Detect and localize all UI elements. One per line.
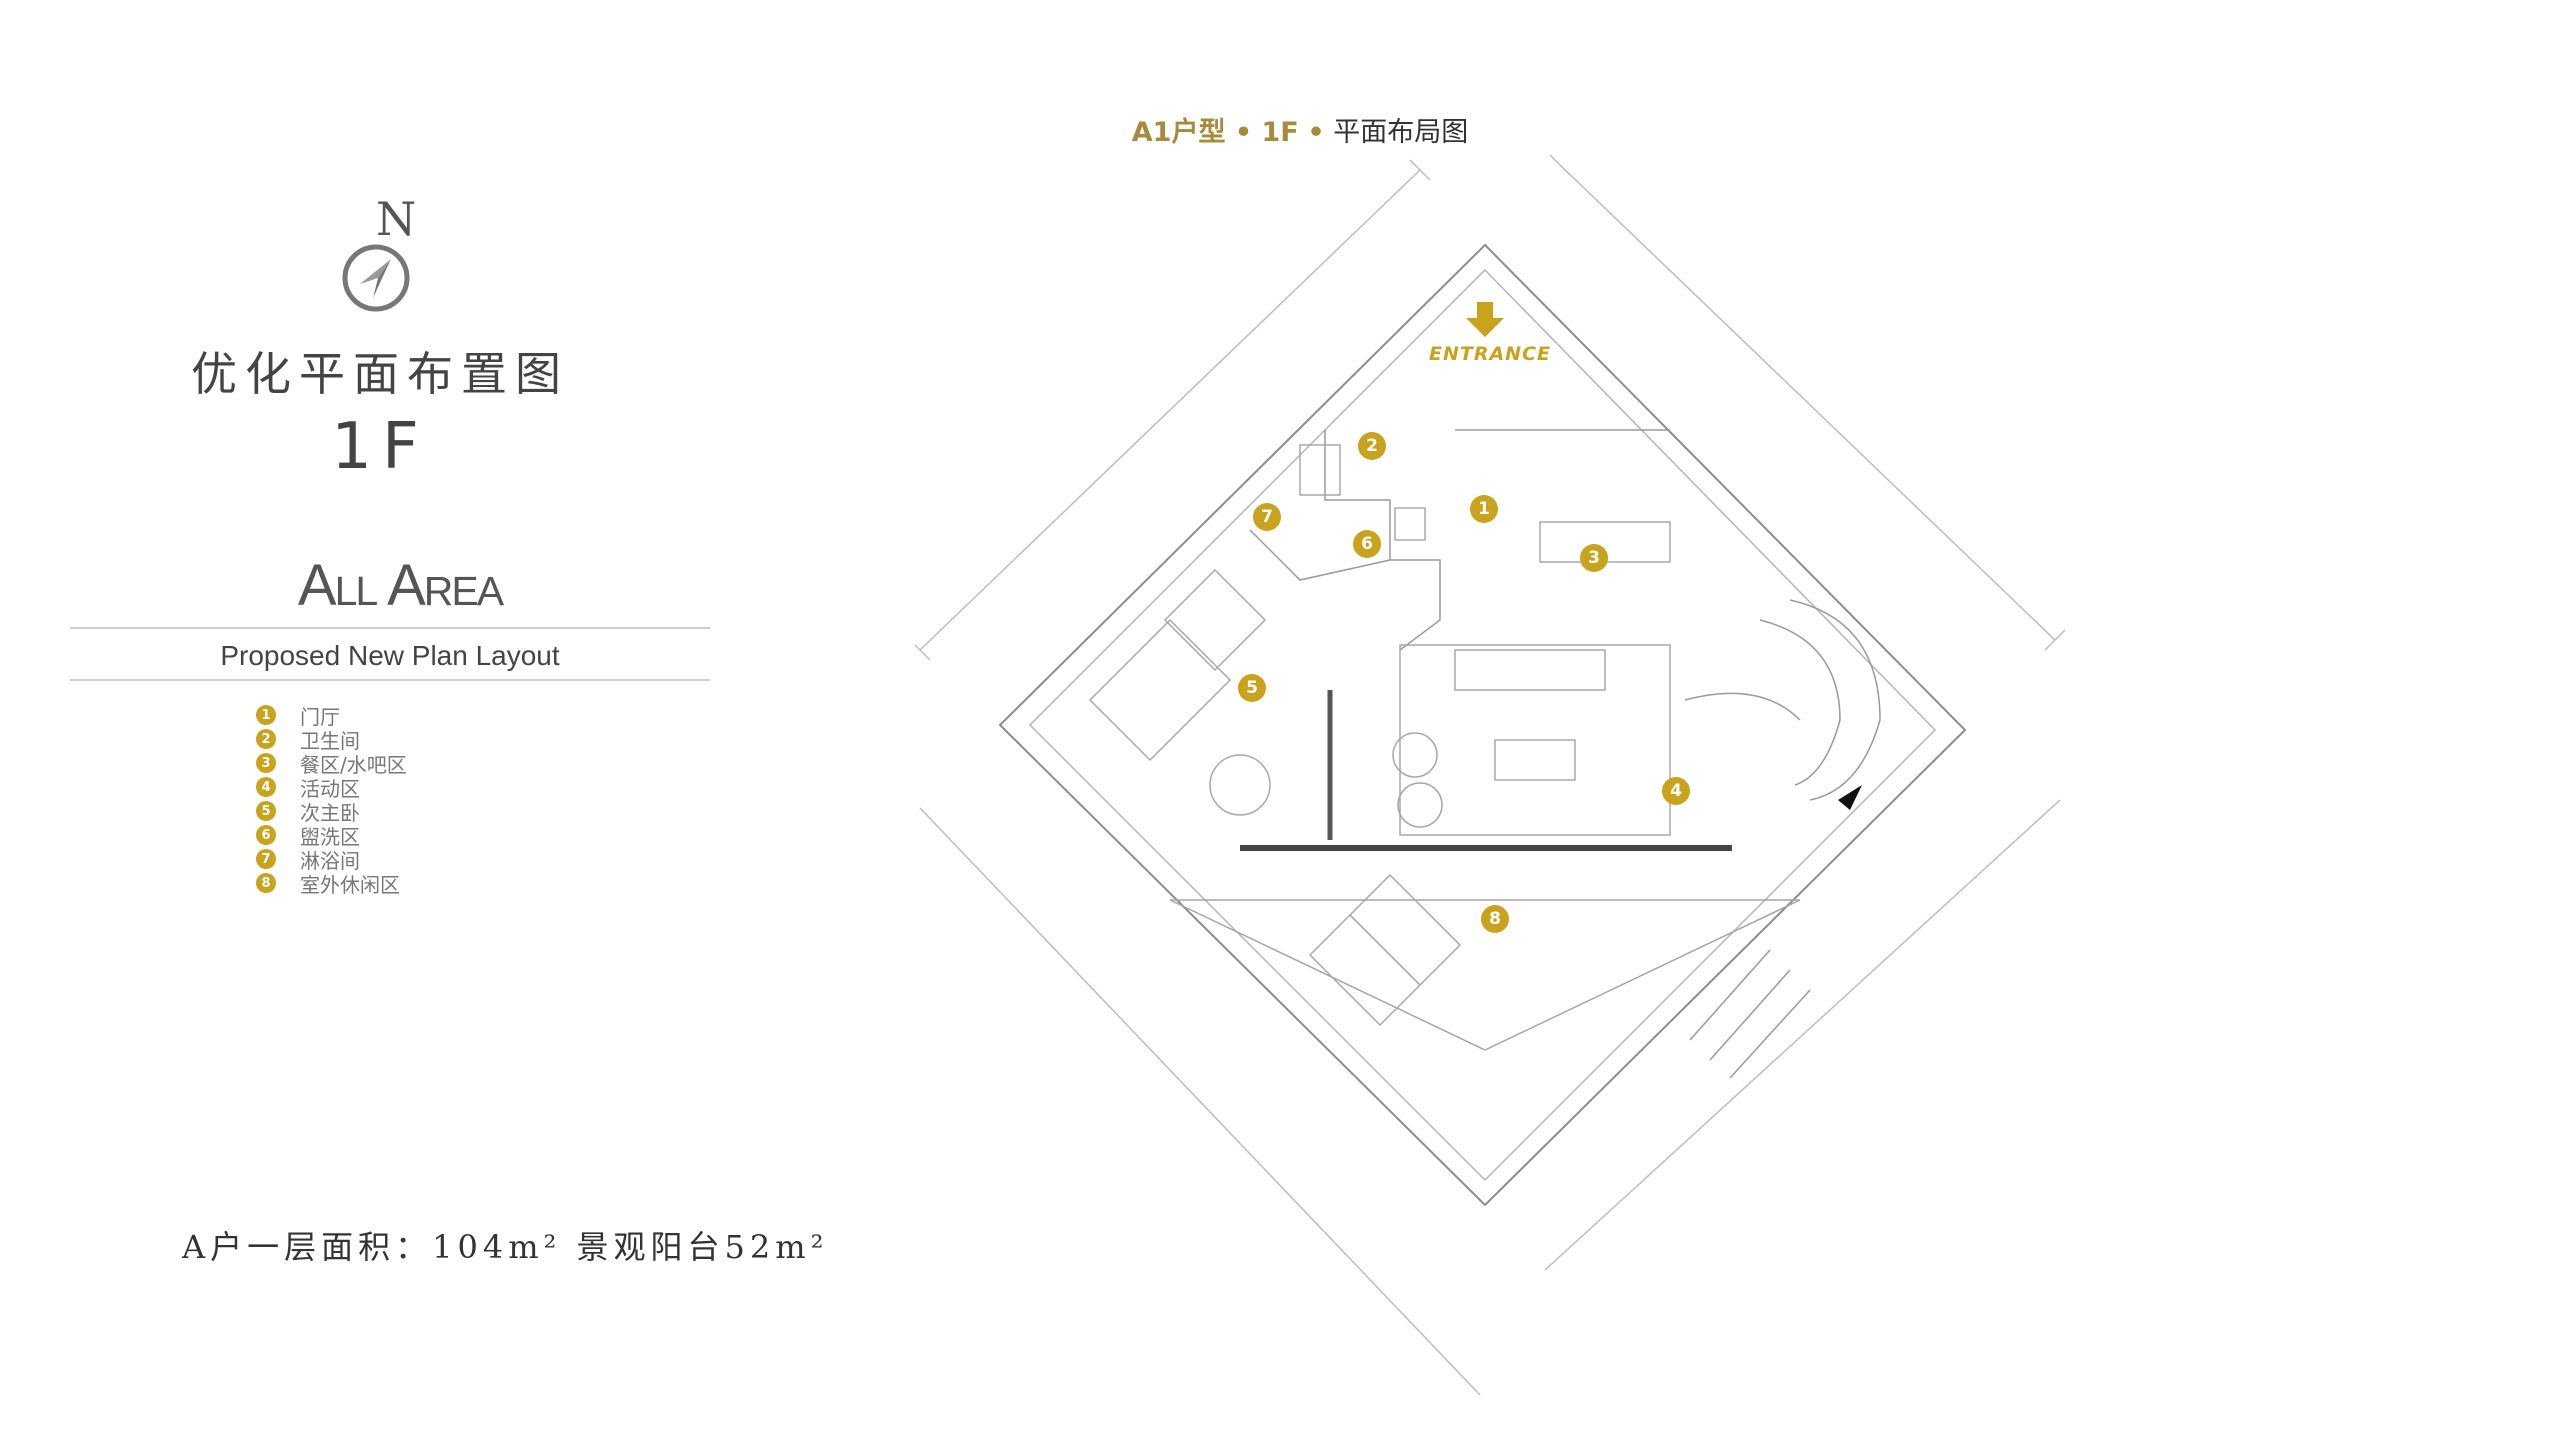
plan-heading-name: 平面布局图: [1333, 117, 1469, 148]
legend-number-badge: 2: [256, 729, 276, 749]
furniture: [1088, 444, 1671, 836]
legend-label: 次主卧: [300, 800, 360, 825]
legend-label: 室外休闲区: [300, 872, 400, 897]
interior-walls: [1249, 429, 1670, 840]
room-marker: 4: [1662, 777, 1690, 805]
legend-label: 淋浴间: [300, 848, 360, 873]
legend-item: 6 盥洗区: [256, 823, 407, 849]
divider-bottom: [70, 679, 710, 681]
floor-label: 1F: [331, 410, 429, 484]
entrance-arrow-icon: [1466, 302, 1504, 337]
all-area-heading: All Area: [297, 553, 504, 618]
plan-title-cn: 优化平面布置图: [191, 347, 569, 401]
legend-number-badge: 1: [256, 705, 276, 725]
legend-label: 卫生间: [300, 728, 360, 753]
area-caption: A户一层面积：104m² 景观阳台52m²: [182, 1228, 829, 1266]
north-label: N: [376, 192, 417, 246]
legend-number-badge: 4: [256, 777, 276, 797]
room-legend: 1 门厅 2 卫生间 3 餐区/水吧区 4 活动区 5 次主卧 6 盥洗区 7 淋浴间 8 室外…: [256, 703, 407, 897]
plan-heading-unit: A1户型 • 1F: [1131, 117, 1299, 148]
room-marker: 1: [1470, 495, 1498, 523]
legend-item: 3 餐区/水吧区: [256, 751, 407, 777]
plan-heading: A1户型 • 1F • 平面布局图: [1100, 110, 1500, 149]
room-marker: 5: [1238, 674, 1266, 702]
legend-label: 门厅: [300, 704, 340, 729]
room-marker: 7: [1253, 503, 1281, 531]
plan-subtitle: Proposed New Plan Layout: [220, 640, 560, 671]
dimension-lines: [914, 154, 2066, 1396]
legend-number-badge: 6: [256, 825, 276, 845]
room-marker: 3: [1580, 544, 1608, 572]
loungers: [1308, 873, 1462, 1027]
legend-item: 2 卫生间: [256, 727, 407, 753]
legend-item: 7 淋浴间: [256, 847, 407, 873]
stair-arrow-icon: [1838, 785, 1862, 810]
legend-number-badge: 3: [256, 753, 276, 773]
plan-heading-separator: •: [1307, 117, 1325, 148]
room-marker: 2: [1358, 432, 1386, 460]
terrace-lines: [1169, 899, 1801, 1051]
legend-item: 8 室外休闲区: [256, 871, 407, 897]
legend-item: 4 活动区: [256, 775, 407, 801]
room-marker: 6: [1353, 530, 1381, 558]
legend-number-badge: 5: [256, 801, 276, 821]
legend-label: 餐区/水吧区: [300, 752, 407, 777]
legend-number-badge: 7: [256, 849, 276, 869]
room-marker: 8: [1481, 905, 1509, 933]
entrance-label: ENTRANCE: [1429, 343, 1551, 365]
legend-label: 盥洗区: [300, 824, 360, 849]
compass-icon: [342, 244, 410, 312]
legend-item: 5 次主卧: [256, 799, 407, 825]
spiral-stair: [1684, 599, 1881, 1079]
legend-item: 1 门厅: [256, 703, 407, 729]
divider-top: [70, 627, 710, 629]
legend-number-badge: 8: [256, 873, 276, 893]
legend-label: 活动区: [300, 776, 360, 801]
outer-walls: [998, 243, 1967, 1207]
